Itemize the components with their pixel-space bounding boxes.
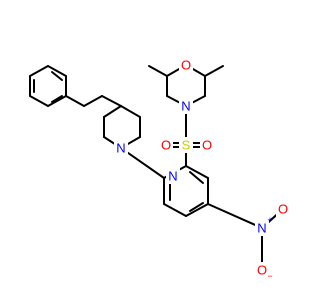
benzyl-ring xyxy=(47,95,67,107)
methyl xyxy=(204,65,224,77)
bond-layer xyxy=(29,64,284,271)
atom-label-sulfonyl-o-right: O xyxy=(202,138,212,153)
nitrophenyl-ring xyxy=(185,165,209,179)
atom-piperazine-nitrogen-4: N xyxy=(166,168,180,184)
atom-label-layer: O N S O O N N N + xyxy=(114,57,290,281)
methyl xyxy=(148,65,168,77)
benzyl-ch2 xyxy=(101,95,122,107)
aromatic-inner-bond xyxy=(51,71,63,81)
benzyl-ring xyxy=(65,95,85,107)
nitrophenyl-ring xyxy=(185,203,209,217)
nitro-n-charge: + xyxy=(267,215,272,225)
nitro-o-charge: − xyxy=(267,271,272,281)
aromatic-inner-bond xyxy=(189,202,204,212)
atom-label-piperazine-n1: N xyxy=(116,141,125,156)
atom-label-morpholine-o: O xyxy=(181,58,191,73)
atom-label-piperazine-n4: N xyxy=(168,169,177,184)
piperazine-ring xyxy=(103,105,122,118)
nitrophenyl-ring xyxy=(163,203,187,217)
atom-sulfonyl-oxygen-left: O xyxy=(159,137,173,153)
atom-nitro-nitrogen: N + xyxy=(255,215,273,236)
aryl-n-bond xyxy=(120,147,165,179)
aromatic-inner-bond xyxy=(189,171,204,184)
piperazine-ring xyxy=(120,105,141,118)
atom-piperazine-nitrogen-1: N xyxy=(114,140,128,156)
atom-morpholine-oxygen: O xyxy=(179,57,193,73)
benzyl-ring xyxy=(29,95,49,107)
atom-label-morpholine-n: N xyxy=(181,99,190,114)
benzyl-ring xyxy=(29,65,49,77)
atom-nitro-oxygen-bottom: O − xyxy=(255,262,273,281)
atom-sulfur: S xyxy=(179,137,193,153)
benzyl-ring xyxy=(47,65,67,77)
atom-label-nitro-o-bottom: O xyxy=(257,263,267,278)
structure-diagram: O N S O O N N N + xyxy=(29,57,290,281)
nitro-bond xyxy=(207,203,263,229)
atom-label-sulfonyl-o-left: O xyxy=(161,138,171,153)
atom-nitro-oxygen-top: O xyxy=(276,201,290,217)
atom-label-nitro-n: N xyxy=(257,221,266,236)
atom-morpholine-nitrogen: N xyxy=(179,98,193,114)
atom-label-nitro-o-top: O xyxy=(278,202,288,217)
atom-label-sulfur: S xyxy=(182,138,191,153)
aromatic-inner-bond xyxy=(51,95,63,103)
atom-sulfonyl-oxygen-right: O xyxy=(200,137,214,153)
benzyl-ring xyxy=(83,95,103,107)
